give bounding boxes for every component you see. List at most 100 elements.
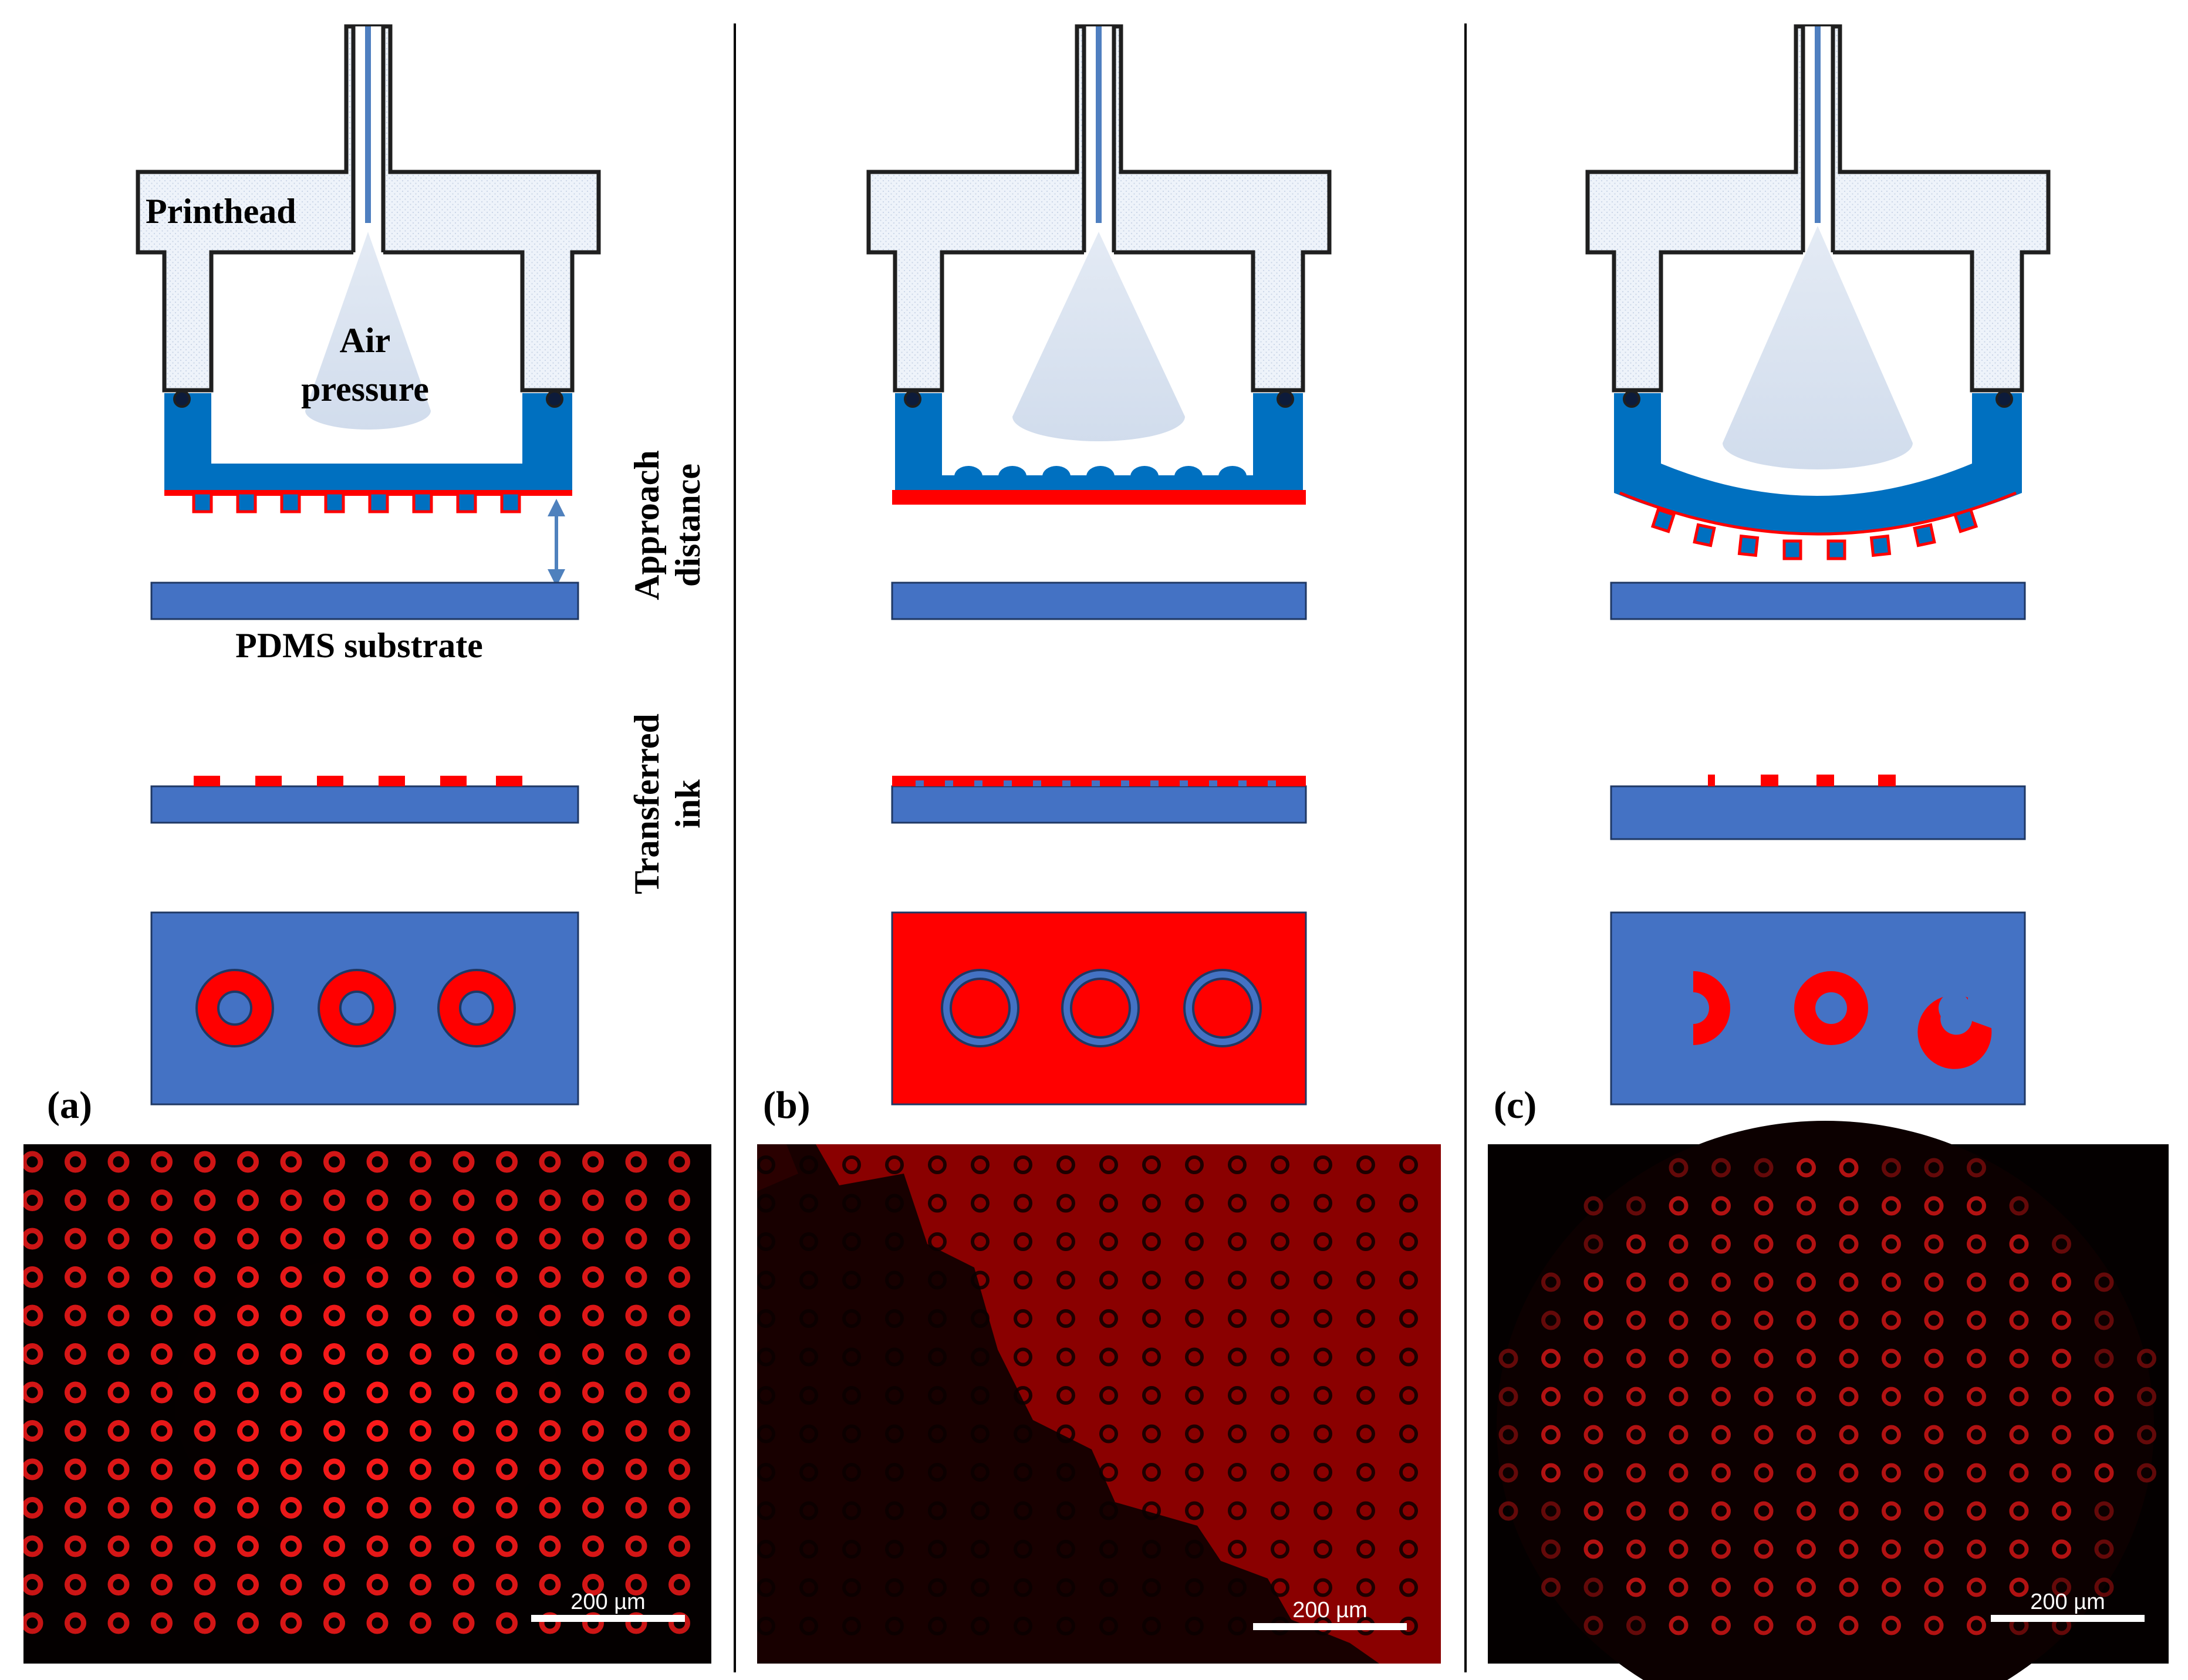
microring	[1583, 1387, 1603, 1407]
microring	[928, 1155, 947, 1174]
transfer-substrate	[891, 785, 1307, 824]
microring	[1142, 1194, 1161, 1213]
microring	[1314, 1463, 1332, 1482]
microring	[2094, 1425, 2114, 1445]
microring	[1882, 1463, 1901, 1483]
microring	[1056, 1617, 1075, 1635]
microring	[1014, 1540, 1032, 1559]
scale-bar-c: 200 µm	[1991, 1590, 2145, 1622]
microring	[2094, 1577, 2114, 1597]
transfer-substrate	[150, 785, 579, 824]
microring	[1099, 1540, 1118, 1559]
microring	[1399, 1386, 1418, 1405]
microring	[1967, 1387, 1986, 1407]
microring	[799, 1155, 818, 1174]
microring	[2009, 1272, 2029, 1292]
microring	[1228, 1617, 1247, 1635]
microring	[1711, 1463, 1731, 1483]
microring	[1356, 1194, 1375, 1213]
microring	[2137, 1387, 2156, 1407]
microring	[1797, 1425, 1816, 1445]
microring	[1754, 1272, 1774, 1292]
microring	[1399, 1347, 1418, 1367]
microring	[1797, 1577, 1816, 1597]
membrane	[895, 393, 1303, 493]
microring	[928, 1501, 947, 1520]
microring	[1228, 1309, 1247, 1328]
microring	[1626, 1425, 1646, 1445]
microring	[2094, 1463, 2114, 1483]
microring	[1185, 1501, 1204, 1520]
microring	[885, 1270, 904, 1290]
microring	[1056, 1232, 1075, 1251]
microring	[1711, 1310, 1731, 1330]
microring	[1356, 1270, 1375, 1290]
microring	[1967, 1272, 1986, 1292]
approach-distance-label: Approach distance	[627, 450, 707, 600]
microring	[1669, 1272, 1689, 1292]
microring	[1228, 1386, 1247, 1405]
microring	[1924, 1463, 1944, 1483]
microring	[1924, 1234, 1944, 1254]
microring	[1185, 1347, 1204, 1367]
microring	[2094, 1501, 2114, 1521]
microring	[885, 1578, 904, 1597]
microring	[1669, 1615, 1689, 1635]
microring	[757, 1501, 775, 1520]
microring	[1228, 1155, 1247, 1174]
svg-text:Transferred: Transferred	[627, 714, 666, 894]
microring	[1669, 1158, 1689, 1178]
microring	[1626, 1196, 1646, 1216]
microring	[1754, 1539, 1774, 1559]
microring	[2009, 1463, 2029, 1483]
microring	[1498, 1348, 1518, 1368]
microring	[1014, 1155, 1032, 1174]
microring	[1056, 1270, 1075, 1290]
microring	[1014, 1424, 1032, 1444]
microring	[1056, 1194, 1075, 1213]
microring	[1797, 1158, 1816, 1178]
microring	[799, 1347, 818, 1367]
microring	[1399, 1270, 1418, 1290]
microring	[1839, 1539, 1859, 1559]
microring	[1314, 1578, 1332, 1597]
microring	[1056, 1424, 1075, 1444]
microring	[1669, 1348, 1689, 1368]
microring	[1583, 1501, 1603, 1521]
microring	[2094, 1539, 2114, 1559]
microring	[2009, 1234, 2029, 1254]
microring	[1541, 1501, 1561, 1521]
microring	[1839, 1425, 1859, 1445]
panel-b-diagram	[866, 24, 1332, 1106]
microring	[1228, 1540, 1247, 1559]
microring	[1626, 1539, 1646, 1559]
panel-c-label: (c)	[1494, 1084, 1537, 1127]
microring	[1967, 1310, 1986, 1330]
microring	[1924, 1577, 1944, 1597]
microring	[1185, 1194, 1204, 1213]
transfer-substrate	[1610, 785, 2026, 840]
microring	[799, 1309, 818, 1328]
microring	[799, 1270, 818, 1290]
microring	[1797, 1615, 1816, 1635]
microring	[1839, 1387, 1859, 1407]
microring	[1056, 1501, 1075, 1520]
pressure-label: pressure	[301, 370, 429, 408]
microring	[799, 1232, 818, 1251]
microring	[1754, 1158, 1774, 1178]
microring	[1356, 1386, 1375, 1405]
microring	[1399, 1424, 1418, 1444]
microring	[1541, 1348, 1561, 1368]
microring	[1541, 1425, 1561, 1445]
microring	[1626, 1387, 1646, 1407]
microring	[757, 1232, 775, 1251]
microring	[1056, 1155, 1075, 1174]
microring	[2009, 1501, 2029, 1521]
microring	[1797, 1348, 1816, 1368]
panel-a-label: (a)	[47, 1084, 92, 1127]
microring	[1314, 1540, 1332, 1559]
svg-text:200 µm: 200 µm	[570, 1590, 646, 1614]
microring	[1142, 1347, 1161, 1367]
microring	[799, 1386, 818, 1405]
microring	[1014, 1463, 1032, 1482]
